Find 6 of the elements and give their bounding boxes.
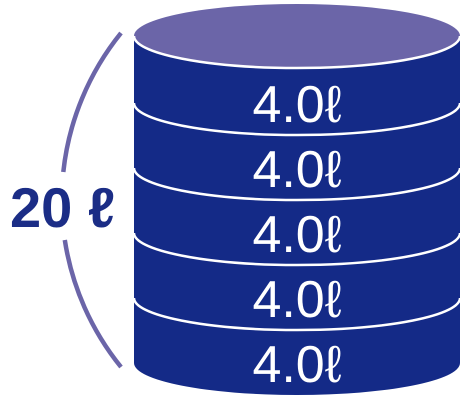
dimension-label: 20 ℓ: [10, 186, 116, 231]
volume-label: 4.0ℓ: [252, 215, 342, 257]
volume-label: 4.0ℓ: [252, 85, 342, 127]
volume-label: 4.0ℓ: [252, 150, 342, 192]
volume-label: 4.0ℓ: [252, 280, 342, 322]
volume-label: 4.0ℓ: [252, 345, 342, 387]
